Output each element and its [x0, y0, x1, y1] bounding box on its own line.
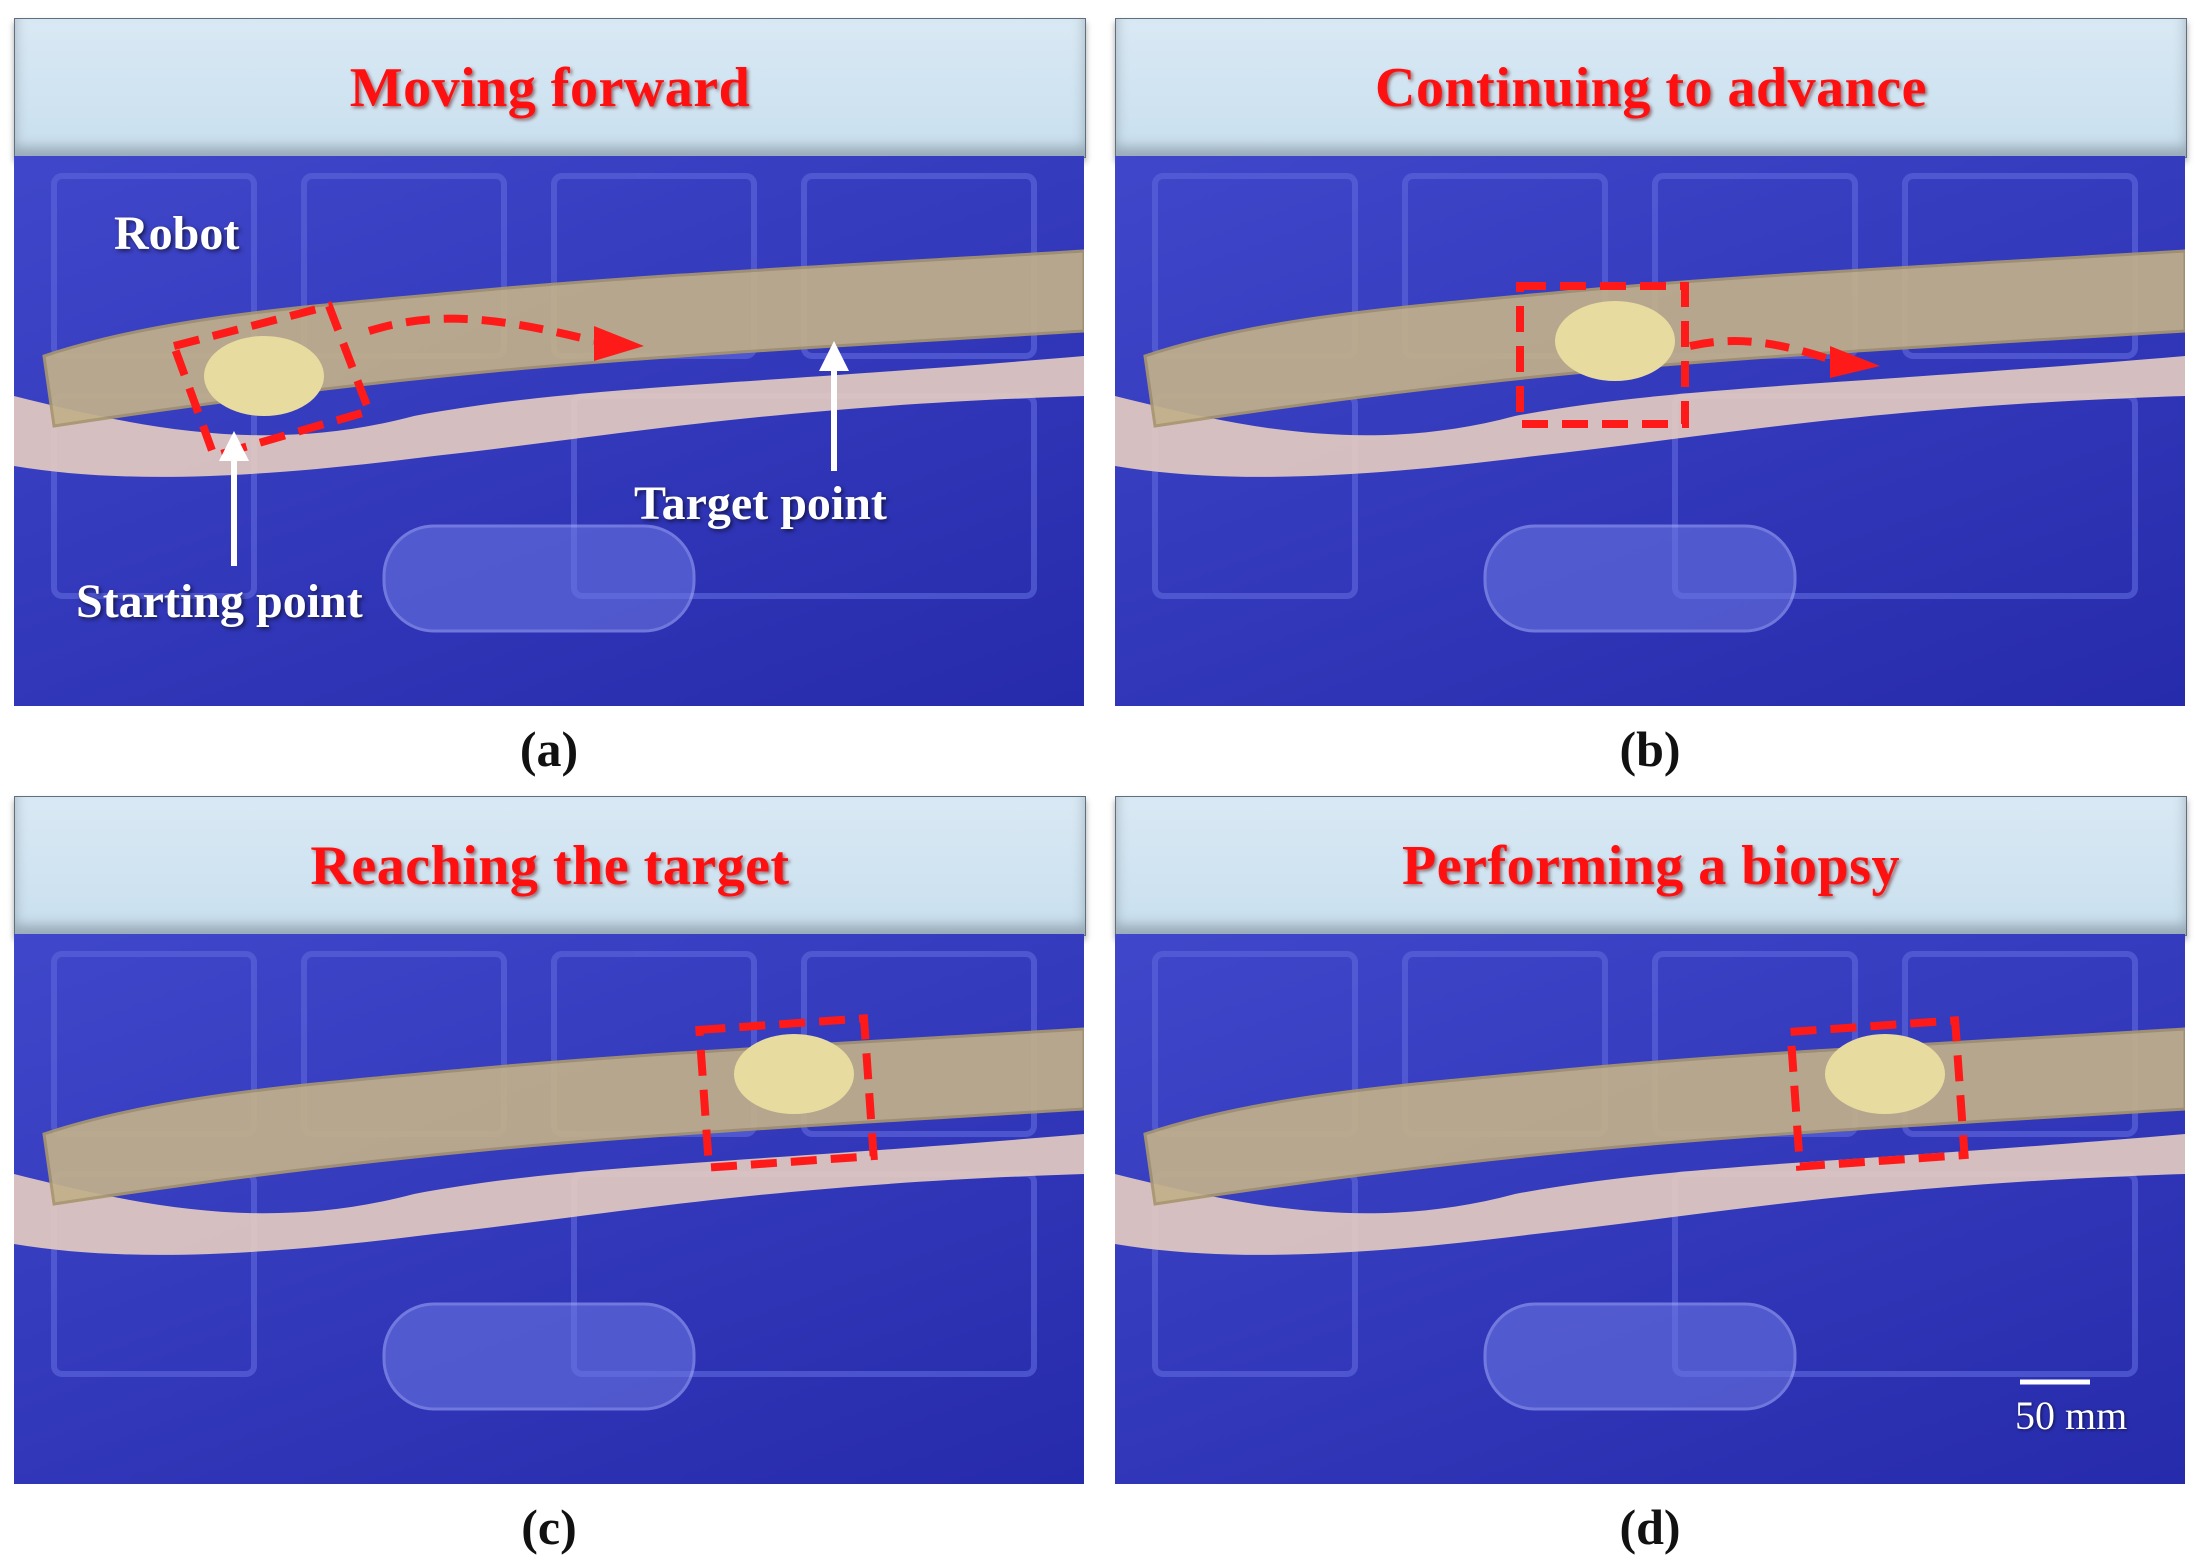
robot-label: Robot — [114, 207, 240, 260]
mesentery — [1115, 356, 2185, 477]
panel-b-title: Continuing to advance — [1375, 57, 1927, 119]
panel-a-scene — [14, 173, 1084, 633]
panel-c-title: Reaching the target — [310, 835, 790, 897]
robot-marker-box — [1516, 282, 1689, 428]
starting-point-label: Starting point — [76, 575, 363, 628]
scale-bar-label: 50 mm — [2015, 1393, 2128, 1438]
panel-d-scene — [1115, 951, 2185, 1411]
panel-c-caption: (c) — [521, 1499, 577, 1555]
tray-vent — [1483, 524, 1797, 633]
start-arrowhead — [219, 431, 249, 461]
panel-b-scene — [1115, 173, 2185, 633]
panel-b-photo — [1115, 156, 2185, 706]
tray-vent — [1483, 1302, 1797, 1411]
panel-b-title-banner: Continuing to advance — [1115, 18, 2187, 158]
robot-capsule — [204, 336, 324, 416]
panel-c-title-banner: Reaching the target — [14, 796, 1086, 936]
mesentery — [14, 356, 1084, 477]
panel-c-photo — [14, 934, 1084, 1484]
robot-capsule — [734, 1034, 854, 1114]
mesentery — [1115, 1134, 2185, 1255]
robot-capsule — [1555, 301, 1675, 381]
target-point-label: Target point — [634, 477, 887, 530]
motion-arrowhead — [594, 326, 644, 361]
robot-marker-box — [695, 1014, 878, 1172]
panel-a-photo: Robot Starting point Target point — [14, 156, 1084, 706]
tray-vent — [382, 1302, 696, 1411]
panel-d-title: Performing a biopsy — [1402, 835, 1900, 897]
motion-arrowhead — [1830, 346, 1880, 378]
panel-c-scene — [14, 951, 1084, 1411]
tray-vent — [382, 524, 696, 633]
panel-d-title-banner: Performing a biopsy — [1115, 796, 2187, 936]
panel-a-caption: (a) — [519, 721, 579, 777]
mesentery — [14, 1134, 1084, 1255]
robot-marker-box — [1786, 1016, 1969, 1171]
robot-capsule — [1825, 1034, 1945, 1114]
panel-d-photo: 50 mm — [1115, 934, 2185, 1484]
motion-arrow — [367, 314, 595, 345]
panel-a-title-banner: Moving forward — [14, 18, 1086, 158]
panel-d-caption: (d) — [1619, 1499, 1681, 1555]
target-arrowhead — [819, 341, 849, 371]
panel-b-caption: (b) — [1619, 721, 1681, 777]
panel-a-title: Moving forward — [349, 57, 751, 119]
motion-arrow — [1689, 337, 1837, 365]
